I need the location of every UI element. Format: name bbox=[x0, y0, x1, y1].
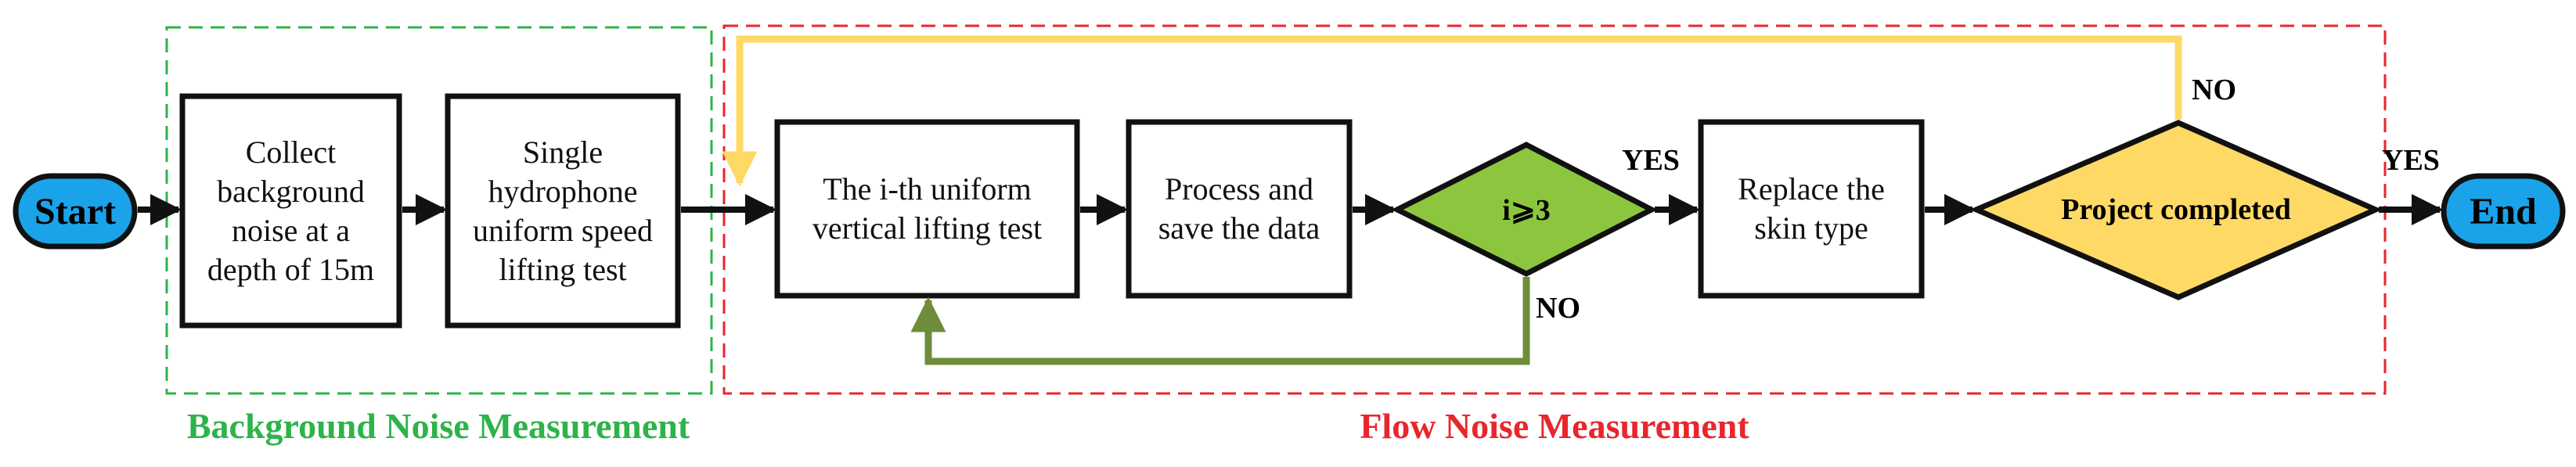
decision-i-shape bbox=[1391, 142, 1658, 277]
background-group-label: Background Noise Measurement bbox=[186, 406, 690, 446]
no-label-project: NO bbox=[2192, 74, 2236, 106]
yes-label-decision-i: YES bbox=[1622, 144, 1680, 177]
ith-lifting-test-step: The i-th uniform vertical lifting test bbox=[812, 171, 1043, 246]
flow-group-label: Flow Noise Measurement bbox=[1360, 406, 1749, 446]
collect-box-shape bbox=[179, 93, 402, 329]
process-box-shape bbox=[1126, 119, 1353, 299]
ith-box-shape bbox=[774, 119, 1080, 299]
collect-background-noise-step: Collect background noise at a depth of 1… bbox=[207, 134, 375, 287]
decision-i-label: i⩾3 bbox=[1502, 193, 1551, 227]
no-label-decision-i: NO bbox=[1536, 292, 1580, 325]
end-terminal: End bbox=[2470, 190, 2537, 232]
end-terminal-shape bbox=[2441, 173, 2566, 250]
replace-skin-type-step: Replace the skin type bbox=[1738, 171, 1885, 246]
process-save-data-step: Process and save the data bbox=[1158, 171, 1320, 246]
decision-project-shape bbox=[1969, 120, 2383, 300]
loop-arrow-decision-i-no bbox=[910, 277, 1530, 365]
start-terminal-shape bbox=[13, 173, 138, 250]
single-hydrophone-lifting-step: Single hydrophone uniform speed lifting … bbox=[473, 134, 653, 287]
yes-label-project: YES bbox=[2382, 144, 2440, 177]
replace-box-shape bbox=[1698, 119, 1925, 299]
single-box-shape bbox=[445, 93, 681, 329]
loop-arrow-project-no bbox=[722, 35, 2182, 187]
start-terminal: Start bbox=[34, 190, 116, 232]
decision-project-label: Project completed bbox=[2061, 193, 2291, 226]
